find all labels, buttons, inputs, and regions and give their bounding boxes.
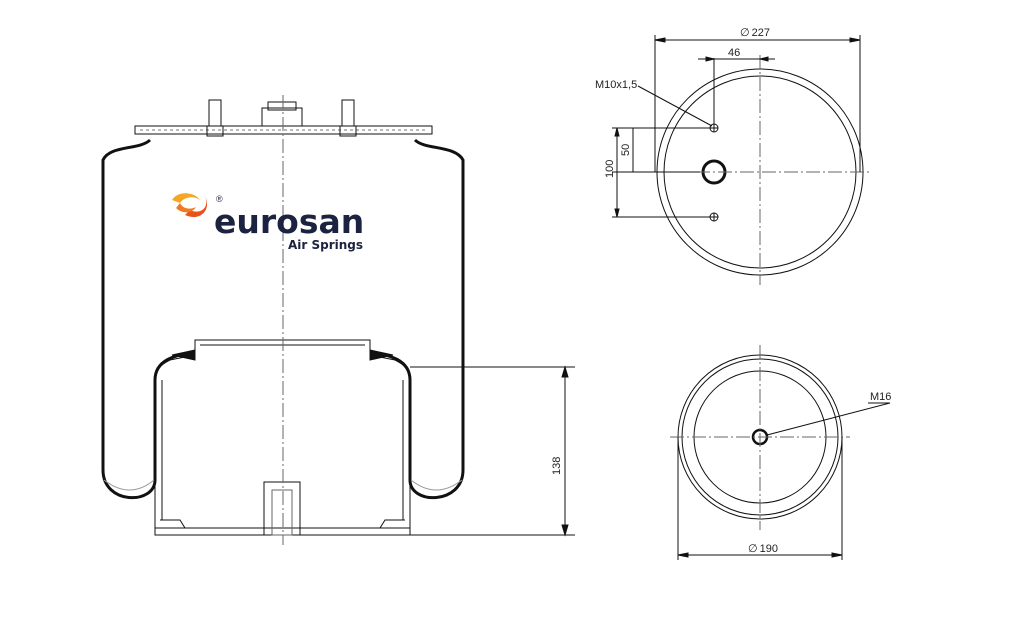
- bellows: [101, 138, 465, 500]
- top-view: [612, 35, 870, 285]
- dim-top-diameter: ∅227: [740, 27, 770, 39]
- dim-half-spacing: 50: [620, 144, 632, 156]
- dim-bottom-diameter: ∅190: [748, 543, 778, 555]
- brand-tagline: Air Springs: [288, 238, 364, 252]
- logo-swirl-icon: [172, 193, 208, 218]
- dim-stud-thread: M10x1,5: [595, 79, 637, 91]
- registered-mark: ®: [216, 194, 223, 204]
- bottom-view: [670, 345, 891, 560]
- top-plate: [134, 99, 433, 137]
- brand-name: eurosan: [214, 202, 365, 241]
- dim-piston-height: 138: [551, 457, 563, 475]
- dim-stud-offset: 46: [728, 47, 740, 59]
- dim-stud-spacing: 100: [604, 160, 616, 178]
- dim-bottom-thread: M16: [870, 391, 891, 403]
